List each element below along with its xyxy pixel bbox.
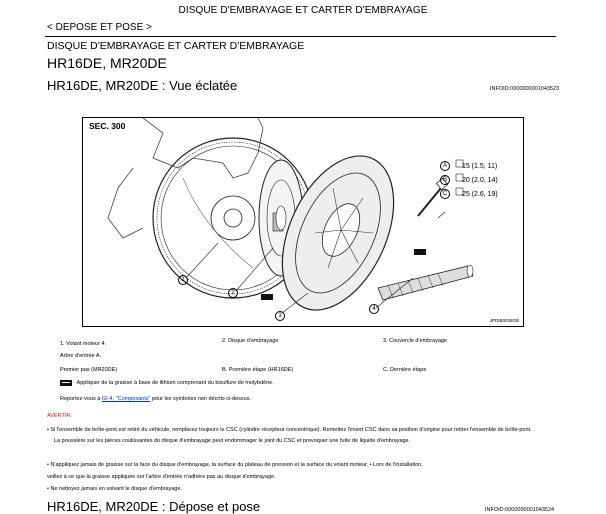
section-link[interactable]: < DEPOSE ET POSE > bbox=[47, 22, 152, 33]
grease-marker bbox=[414, 249, 426, 255]
reference-note: Reportez-vous à GI-4, "Composants" pour … bbox=[60, 396, 252, 402]
torque-spec-b: B 20 (2.0, 14) bbox=[440, 175, 498, 185]
clutch-cover bbox=[281, 155, 395, 311]
callout-2: 2 bbox=[228, 288, 238, 298]
warning-line: La poussière sur les pièces coulissantes… bbox=[54, 438, 411, 444]
exploded-view-drawing bbox=[107, 118, 474, 314]
legend-item: Arbre d'entrée A. bbox=[60, 353, 102, 359]
info-id: INFOID:0000000001043523 bbox=[490, 86, 560, 92]
info-id: INFOID:0000000001043524 bbox=[485, 507, 555, 513]
view-heading: HR16DE, MR20DE : Vue éclatée bbox=[47, 78, 238, 93]
figure-section-label: SEC. 300 bbox=[89, 121, 126, 131]
input-shaft bbox=[377, 264, 474, 301]
callout-3: 3 bbox=[275, 311, 285, 321]
legend-item: 1. Volant moteur 4. bbox=[60, 341, 107, 347]
legend-item: B. Première étape (HR16DE) bbox=[222, 367, 294, 373]
grease-icon bbox=[60, 380, 72, 386]
legend-item: C. Dernière étape bbox=[383, 367, 427, 373]
grease-marker bbox=[261, 294, 273, 300]
removal-heading: HR16DE, MR20DE : Dépose et pose bbox=[47, 499, 261, 514]
torque-spec-c: C 25 (2.6, 19) bbox=[440, 189, 498, 199]
warning-line: • Si l'ensemble de boîte-pont est retiré… bbox=[47, 427, 532, 433]
legend-item: Premier pas (MR20DE) bbox=[60, 367, 118, 373]
figure-id: JPDIB0038GB bbox=[489, 318, 519, 323]
warning-label: AVERTIR: bbox=[47, 413, 72, 419]
warning-line: veillez à ce que la graisse appliquée su… bbox=[47, 474, 276, 480]
torque-spec-a: A 15 (1.5, 11) bbox=[440, 161, 497, 171]
legend-item: 3. Couvercle d'embrayage bbox=[383, 338, 448, 344]
exploded-view-figure: SEC. 300 1 2 3 4 A 15 (1.5, 11) B 20 (2.… bbox=[82, 117, 524, 327]
callout-1: 1 bbox=[178, 275, 188, 285]
header-divider bbox=[45, 36, 556, 37]
warning-line: • N'appliquez jamais de graisse sur la f… bbox=[47, 462, 423, 468]
grease-note: Appliquer de la graisse à base de lithiu… bbox=[60, 380, 274, 386]
subtitle: DISQUE D'EMBRAYAGE ET CARTER D'EMBRAYAGE bbox=[47, 40, 305, 52]
reference-link[interactable]: GI-4, "Composants" bbox=[101, 396, 151, 402]
callout-4: 4 bbox=[369, 304, 379, 314]
warning-line: • Ne nettoyez jamais en solvant le disqu… bbox=[47, 486, 183, 492]
model-heading: HR16DE, MR20DE bbox=[47, 55, 167, 71]
legend-item: 2. Disque d'embrayage bbox=[222, 338, 279, 344]
page-header-title: DISQUE D'EMBRAYAGE ET CARTER D'EMBRAYAGE bbox=[178, 5, 428, 16]
